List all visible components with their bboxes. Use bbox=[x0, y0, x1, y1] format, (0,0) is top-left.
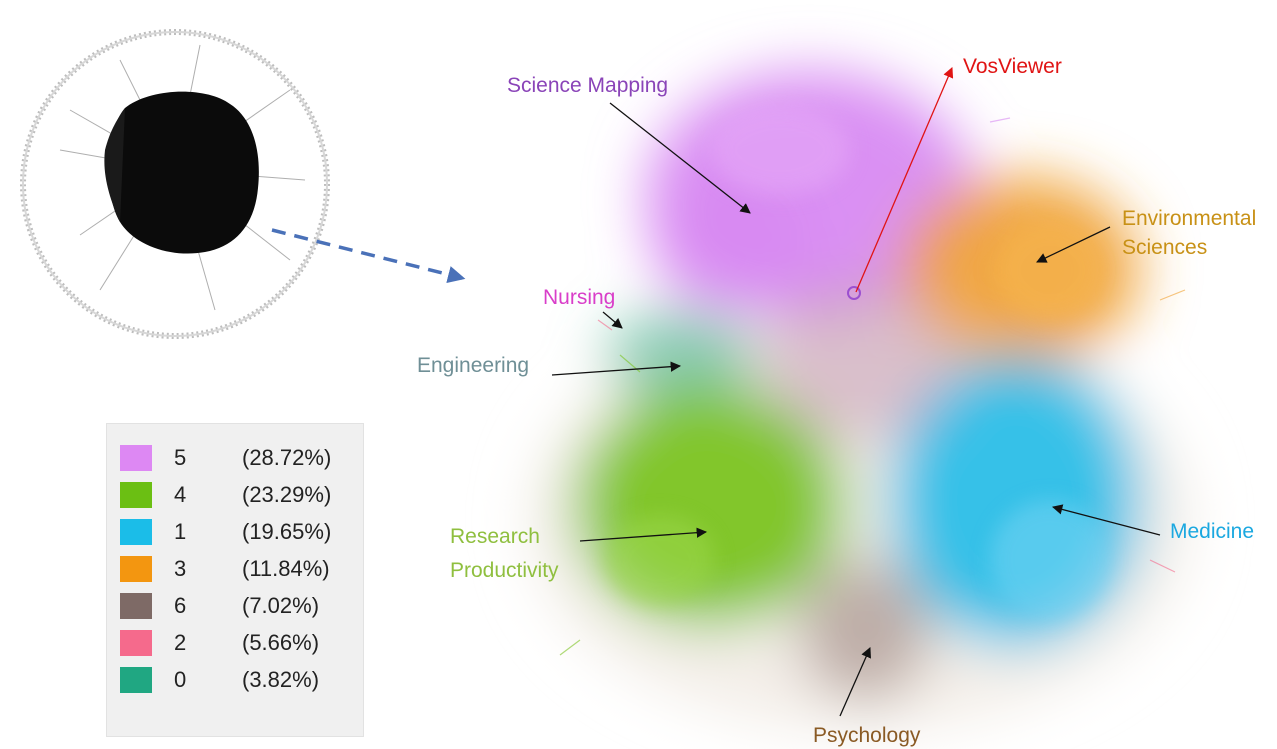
legend-row: 0 (3.82%) bbox=[107, 664, 363, 694]
legend-percentage: (5.66%) bbox=[242, 630, 320, 655]
arrow-vosviewer bbox=[855, 67, 954, 293]
label-science-mapping: Science Mapping bbox=[507, 74, 669, 97]
legend-cluster-id: 4 bbox=[174, 482, 187, 507]
arrow-engineering bbox=[551, 361, 682, 376]
arrow-science-mapping bbox=[609, 102, 751, 214]
arrow-nursing bbox=[602, 311, 623, 329]
legend-row: 5 (28.72%) bbox=[107, 442, 363, 472]
network-map bbox=[478, 30, 1223, 735]
legend-cluster-id: 2 bbox=[174, 630, 187, 655]
label-research-2: Productivity bbox=[450, 559, 559, 582]
legend-row: 2 (5.66%) bbox=[107, 627, 363, 657]
arrow-medicine bbox=[1051, 504, 1161, 536]
label-nursing: Nursing bbox=[543, 286, 616, 309]
legend-percentage: (11.84%) bbox=[242, 556, 330, 581]
legend-cluster-id: 1 bbox=[174, 519, 187, 544]
legend-swatch bbox=[120, 593, 152, 619]
legend-percentage: (19.65%) bbox=[242, 519, 332, 544]
cluster-0 bbox=[605, 310, 755, 400]
label-research: Research bbox=[450, 525, 540, 548]
cluster-legend: 5 (28.72%) 4 (23.29%) 1 (19.65%) 3 (11.8… bbox=[106, 423, 364, 737]
label-environmental-2: Sciences bbox=[1122, 236, 1208, 259]
legend-swatch bbox=[120, 445, 152, 471]
legend-percentage: (7.02%) bbox=[242, 593, 320, 618]
label-engineering: Engineering bbox=[417, 354, 530, 377]
label-medicine: Medicine bbox=[1170, 520, 1255, 543]
arrow-psychology bbox=[839, 647, 871, 717]
legend-swatch bbox=[120, 667, 152, 693]
legend-row: 6 (7.02%) bbox=[107, 590, 363, 620]
legend-cluster-id: 0 bbox=[174, 667, 187, 692]
label-environmental: Environmental bbox=[1122, 207, 1257, 230]
zoom-arrow bbox=[271, 228, 466, 284]
label-psychology: Psychology bbox=[813, 724, 921, 747]
legend-swatch bbox=[120, 556, 152, 582]
legend-row: 1 (19.65%) bbox=[107, 516, 363, 546]
label-vosviewer: VosViewer bbox=[963, 55, 1062, 78]
overview-network bbox=[20, 29, 330, 339]
legend-cluster-id: 5 bbox=[174, 445, 187, 470]
legend-cluster-id: 6 bbox=[174, 593, 187, 618]
legend-percentage: (28.72%) bbox=[242, 445, 332, 470]
legend-swatch bbox=[120, 482, 152, 508]
legend-swatch bbox=[120, 519, 152, 545]
legend-percentage: (23.29%) bbox=[242, 482, 332, 507]
legend-percentage: (3.82%) bbox=[242, 667, 320, 692]
legend-cluster-id: 3 bbox=[174, 556, 187, 581]
arrow-research bbox=[579, 527, 708, 542]
circle-marker-icon bbox=[847, 286, 861, 300]
legend-row: 3 (11.84%) bbox=[107, 553, 363, 583]
arrow-environmental bbox=[1036, 226, 1111, 263]
legend-row: 4 (23.29%) bbox=[107, 479, 363, 509]
annotation-arrows bbox=[551, 67, 1161, 717]
legend-swatch bbox=[120, 630, 152, 656]
cluster-6 bbox=[800, 560, 930, 700]
